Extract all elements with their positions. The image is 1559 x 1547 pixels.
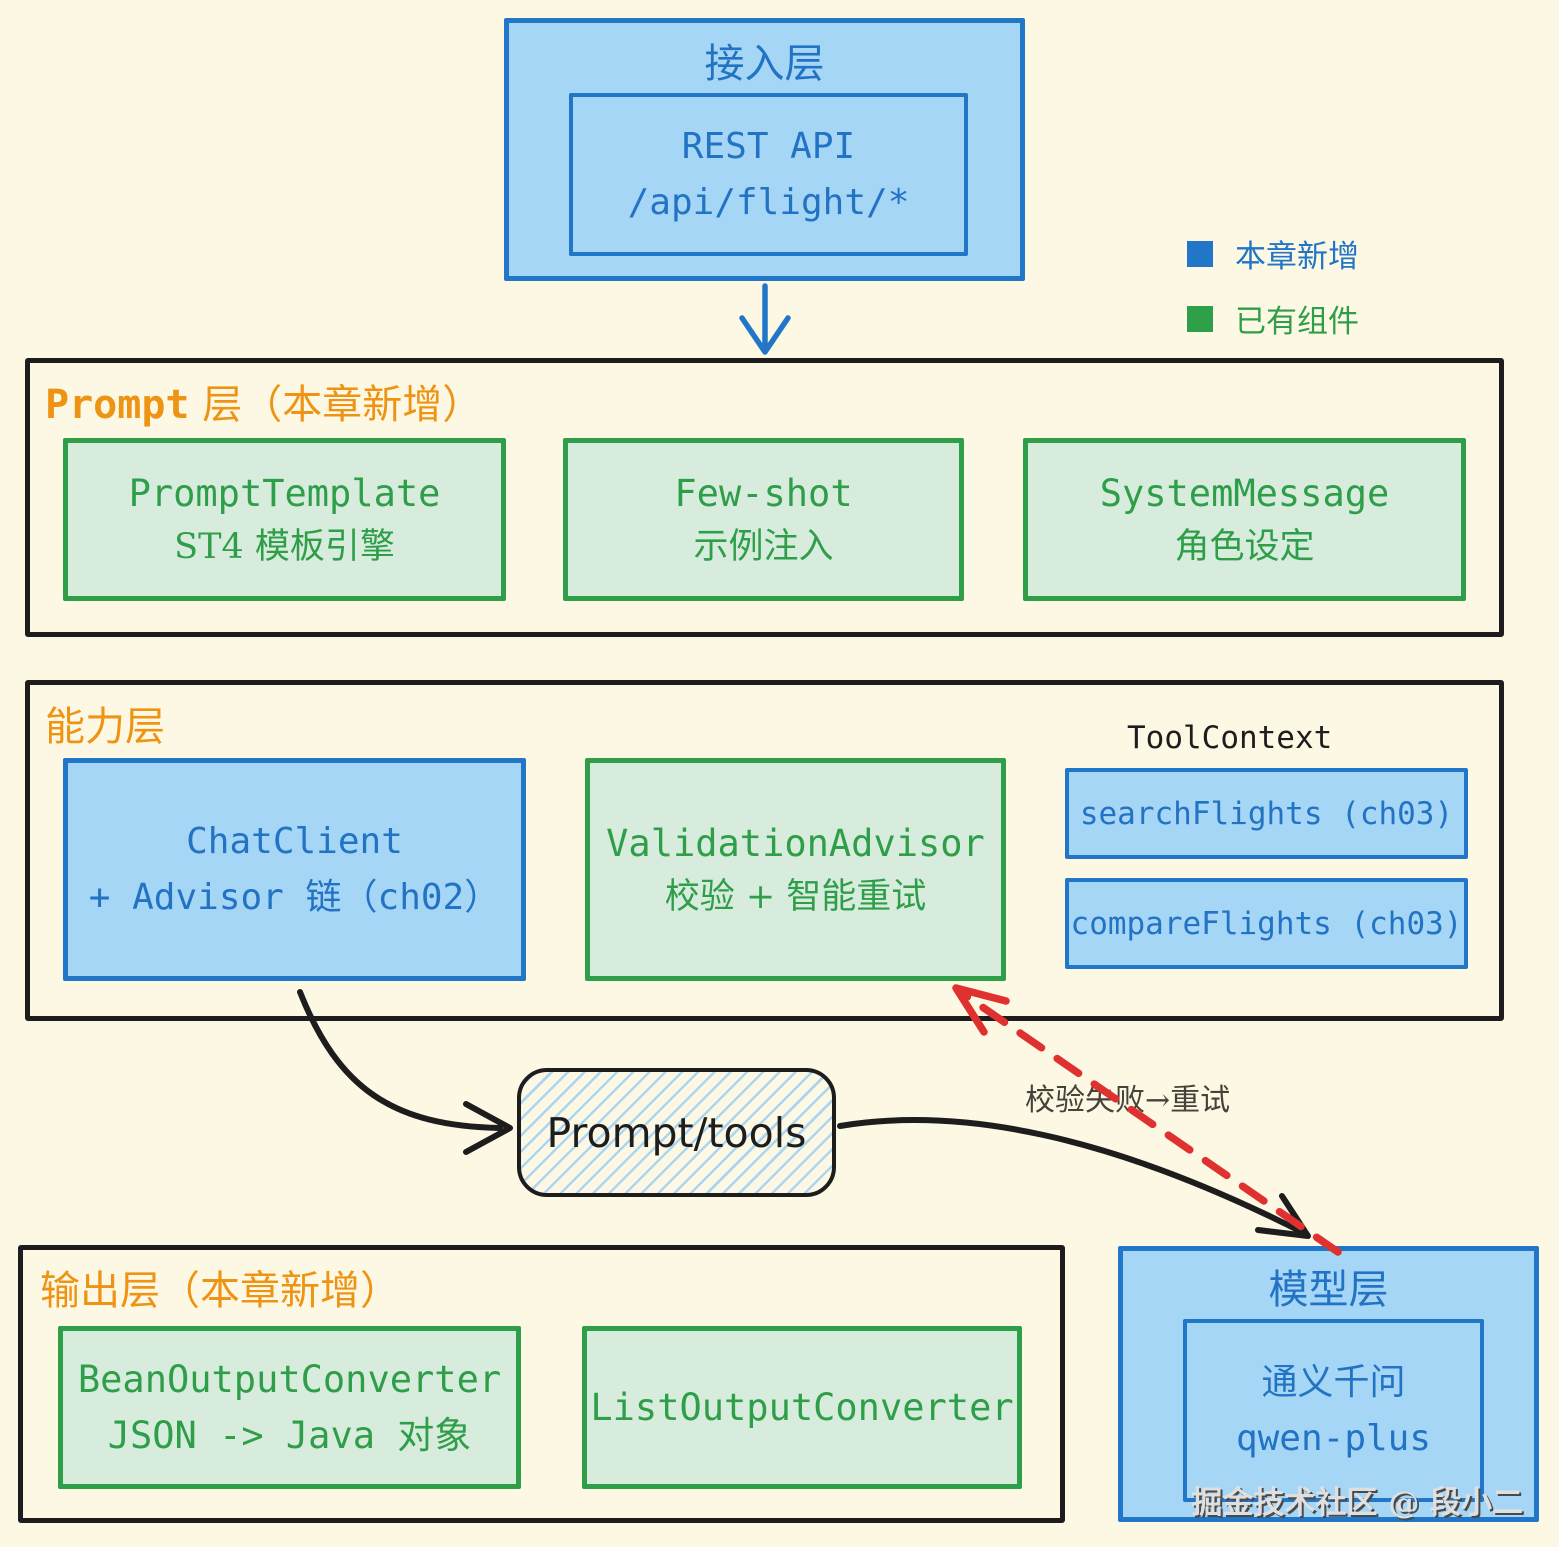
- list-output-converter-line1: ListOutputConverter: [590, 1385, 1014, 1429]
- chat-client-box: ChatClient + Advisor 链（ch02）: [63, 758, 526, 981]
- system-message-line2: 角色设定: [1174, 527, 1315, 567]
- legend-existing-swatch-icon: [1187, 305, 1213, 332]
- prompt-template-box: PromptTemplate ST4 模板引擎: [63, 438, 506, 601]
- output-layer-container: [18, 1245, 1065, 1523]
- arrow-access-to-prompt: [739, 283, 791, 355]
- bean-output-converter-line2: JSON -> Java 对象: [107, 1413, 472, 1457]
- list-output-converter-box: ListOutputConverter: [582, 1326, 1022, 1489]
- legend-existing-label: 已有组件: [1235, 304, 1359, 340]
- prompt-template-line2: ST4 模板引擎: [174, 527, 395, 567]
- arrow-prompttools-to-model: [837, 1117, 1311, 1239]
- chat-client-line1: ChatClient: [186, 820, 403, 862]
- few-shot-line2: 示例注入: [693, 527, 834, 567]
- retry-label: 校验失败→重试: [1025, 1083, 1231, 1118]
- validation-advisor-box: ValidationAdvisor 校验 + 智能重试: [585, 758, 1006, 981]
- capability-layer-container: [25, 680, 1504, 1021]
- search-flights-label: searchFlights (ch03): [1079, 795, 1454, 832]
- rest-api-box: REST API /api/flight/*: [569, 93, 968, 256]
- legend-new-label: 本章新增: [1235, 239, 1359, 275]
- system-message-box: SystemMessage 角色设定: [1023, 438, 1466, 601]
- qwen-box: 通义千问 qwen-plus: [1183, 1319, 1484, 1502]
- qwen-line1: 通义千问: [1261, 1361, 1406, 1403]
- model-layer-box: 模型层 通义千问 qwen-plus: [1118, 1246, 1539, 1522]
- rest-api-line2: /api/flight/*: [627, 181, 910, 223]
- validation-advisor-line2: 校验 + 智能重试: [664, 877, 927, 917]
- validation-advisor-line1: ValidationAdvisor: [606, 821, 985, 865]
- rest-api-line1: REST API: [681, 125, 856, 167]
- watermark: 掘金技术社区 @ 段小二: [1191, 1485, 1523, 1521]
- access-layer-box: 接入层 REST API /api/flight/*: [504, 18, 1025, 281]
- system-message-line1: SystemMessage: [1099, 471, 1390, 515]
- bean-output-converter-line1: BeanOutputConverter: [77, 1358, 502, 1401]
- prompt-layer-title-code: Prompt: [45, 382, 190, 428]
- prompt-template-line1: PromptTemplate: [128, 471, 441, 515]
- legend-existing: 已有组件: [1187, 296, 1359, 341]
- prompt-layer-title-zh: 层（本章新增）: [202, 382, 483, 428]
- legend-new-swatch-icon: [1187, 240, 1213, 267]
- arrow-retry-dashed: [952, 984, 1342, 1256]
- prompt-layer-title: Prompt 层（本章新增）: [45, 372, 482, 430]
- compare-flights-box: compareFlights (ch03): [1065, 878, 1468, 969]
- compare-flights-label: compareFlights (ch03): [1070, 905, 1463, 942]
- search-flights-box: searchFlights (ch03): [1065, 768, 1468, 859]
- prompt-tools-label: Prompt/tools: [546, 1108, 807, 1157]
- few-shot-box: Few-shot 示例注入: [563, 438, 964, 601]
- legend-new: 本章新增: [1187, 231, 1359, 276]
- model-layer-title: 模型层: [1268, 1267, 1389, 1313]
- prompt-tools-node: Prompt/tools: [517, 1068, 836, 1197]
- chat-client-line2: + Advisor 链（ch02）: [88, 876, 501, 918]
- bean-output-converter-box: BeanOutputConverter JSON -> Java 对象: [58, 1326, 521, 1489]
- access-layer-title: 接入层: [704, 41, 825, 87]
- qwen-line2: qwen-plus: [1235, 1417, 1432, 1459]
- tool-context-label: ToolContext: [1127, 720, 1333, 756]
- capability-layer-title: 能力层: [45, 704, 165, 750]
- output-layer-title: 输出层（本章新增）: [40, 1268, 400, 1314]
- prompt-layer-container: [25, 358, 1504, 637]
- few-shot-line1: Few-shot: [674, 471, 853, 515]
